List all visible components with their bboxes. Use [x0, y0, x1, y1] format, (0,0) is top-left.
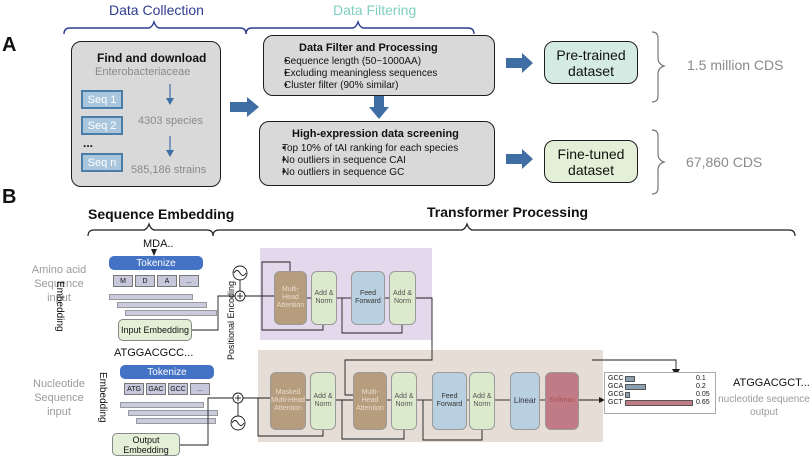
- output-label-text: nucleotide sequence output: [718, 394, 810, 418]
- codon-bar: [625, 392, 630, 398]
- pretrained-count: 1.5 million CDS: [687, 57, 784, 73]
- aa-input-label: Amino acid Sequence input: [26, 263, 92, 305]
- feed-forward: Feed Forward: [351, 271, 385, 325]
- embedding-strip: [117, 302, 207, 308]
- species-count: 4303 species: [138, 115, 203, 127]
- add-norm: Add & Norm: [311, 271, 337, 325]
- softmax: Softmax: [545, 372, 579, 430]
- down-arrow-icon: [166, 136, 174, 157]
- nt-input-text: Nucleotide Sequence input: [33, 378, 85, 418]
- codon-label: GCT: [608, 399, 623, 406]
- seq-item-1: Seq 1: [81, 90, 123, 109]
- aa-input-text: Amino acid Sequence input: [31, 264, 87, 304]
- data-collection-title: Data Collection: [109, 2, 204, 18]
- panel-b-label: B: [2, 186, 17, 208]
- codon-prob: 0.05: [696, 391, 710, 398]
- transformer-title: Transformer Processing: [427, 204, 589, 220]
- screen-bullets: Top 10% of tAI ranking for each species …: [270, 143, 458, 179]
- tokenize-bar-aa: Tokenize: [109, 256, 203, 270]
- embedding-strip: [128, 410, 218, 416]
- embedding-strip: [109, 294, 193, 300]
- filter-bullets: Sequence length (50~1000AA) Excluding me…: [272, 56, 437, 92]
- down-arrow-icon: [369, 96, 389, 119]
- add-norm: Add & Norm: [391, 372, 417, 430]
- seq-item-n: Seq n: [81, 153, 123, 172]
- codon-prob: 0.1: [696, 375, 706, 382]
- codon-label: GCG: [608, 391, 624, 398]
- aa-sequence: MDA..: [143, 238, 174, 250]
- find-title: Find and download: [97, 51, 207, 65]
- output-embedding: Output Embedding: [112, 433, 180, 456]
- finetuned-count: 67,860 CDS: [686, 154, 763, 170]
- nt-token: GCC: [168, 383, 188, 395]
- seq-embedding-title: Sequence Embedding: [88, 206, 235, 222]
- codon-bar: [625, 384, 646, 390]
- nt-token: GAC: [146, 383, 166, 395]
- masked-multi-head-attention: Masked Multi-Head Attention: [270, 372, 306, 430]
- nt-sequence: ATGGACGCC...: [114, 347, 194, 359]
- strains-count: 585,186 strains: [131, 164, 207, 176]
- filter-title: Data Filter and Processing: [299, 42, 438, 54]
- panel-b-braces: [87, 222, 796, 237]
- find-subtitle: Enterobacteriaceae: [95, 66, 191, 78]
- nt-input-label: Nucleotide Sequence input: [24, 377, 94, 419]
- add-norm: Add & Norm: [469, 372, 495, 430]
- right-arrow-icon: [506, 149, 533, 169]
- tokenize-bar-nt: Tokenize: [120, 365, 214, 379]
- multi-head-attention: Multi-Head Attention: [274, 271, 307, 325]
- codon-prob: 0.2: [696, 383, 706, 390]
- output-sequence: ATGGACGCT...: [733, 377, 810, 389]
- multi-head-attention: Multi-Head Attention: [353, 372, 387, 430]
- embedding-strip: [120, 402, 204, 408]
- down-arrow-icon: [151, 249, 157, 256]
- nt-token: ...: [190, 383, 210, 395]
- codon-label: GCC: [608, 375, 624, 382]
- seq-item-2: Seq 2: [81, 116, 123, 135]
- linear: Linear: [510, 372, 540, 430]
- screen-bullet: No outliers in sequence GC: [282, 167, 458, 179]
- aa-token: ...: [179, 275, 199, 287]
- screen-bullet: No outliers in sequence CAI: [282, 155, 458, 167]
- aa-token: M: [113, 275, 133, 287]
- filter-bullet: Sequence length (50~1000AA): [284, 56, 437, 68]
- right-arrow-icon: [506, 53, 533, 73]
- data-filtering-title: Data Filtering: [333, 2, 417, 18]
- aa-token: A: [157, 275, 177, 287]
- down-arrow-icon: [166, 84, 174, 105]
- embedding-strip: [136, 418, 216, 424]
- seq-item-ellipsis: ...: [83, 136, 94, 150]
- finetuned-dataset: Fine-tuned dataset: [544, 140, 638, 183]
- aa-token: D: [135, 275, 155, 287]
- add-norm: Add & Norm: [389, 271, 416, 325]
- panel-a-top-braces: [63, 19, 475, 35]
- input-embedding: Input Embedding: [118, 319, 192, 341]
- screen-bullet: Top 10% of tAI ranking for each species: [282, 143, 458, 155]
- embedding-strip: [125, 310, 217, 316]
- right-arrow-icon: [230, 97, 259, 117]
- right-braces: [651, 31, 666, 195]
- feed-forward: Feed Forward: [432, 372, 467, 430]
- codon-probability-box: [604, 372, 716, 414]
- panel-a-label: A: [2, 34, 17, 56]
- filter-bullet: Cluster filter (90% similar): [284, 80, 437, 92]
- pretrained-dataset: Pre-trained dataset: [544, 41, 638, 84]
- filter-bullet: Excluding meaningless sequences: [284, 68, 437, 80]
- codon-label: GCA: [608, 383, 624, 390]
- codon-bar: [625, 376, 635, 382]
- add-norm: Add & Norm: [310, 372, 336, 430]
- output-label: nucleotide sequence output: [718, 393, 810, 419]
- codon-bar: [625, 400, 693, 406]
- codon-prob: 0.65: [696, 399, 710, 406]
- screen-title: High-expression data screening: [292, 128, 459, 140]
- nt-token: ATG: [124, 383, 144, 395]
